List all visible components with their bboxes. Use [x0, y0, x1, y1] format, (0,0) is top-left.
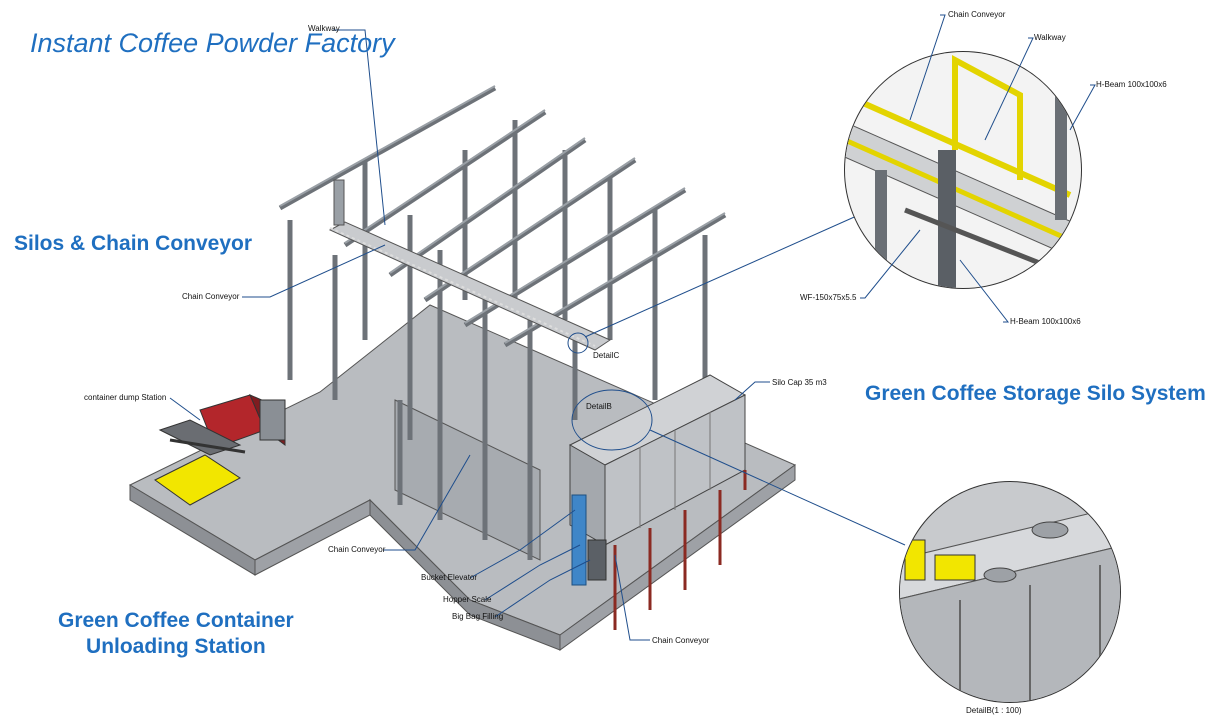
silos-conveyor-heading: Silos & Chain Conveyor [14, 232, 253, 255]
detail-c-view [844, 51, 1082, 289]
detail-b-view [899, 481, 1121, 703]
h-beam-top-label: H-Beam 100x100x6 [1096, 80, 1167, 89]
leader-lines [169, 14, 1096, 641]
detail-walkway-label: Walkway [1034, 33, 1066, 42]
upper-chain-conveyor [328, 179, 612, 351]
detail-c-label: DetailC [593, 351, 620, 360]
unloading-heading-line2: Unloading Station [86, 635, 266, 658]
detail-c-marker [567, 332, 589, 354]
wall-panel [394, 399, 541, 561]
chain-conveyor-top-label: Chain Conveyor [182, 292, 240, 301]
container-dump-label: container dump Station [84, 393, 167, 402]
h-beam-bottom-label: H-Beam 100x100x6 [1010, 317, 1081, 326]
detail-b-label: DetailB [586, 402, 612, 411]
detail-c-connector [584, 209, 871, 338]
unloading-station-heading: Green Coffee Container Unloading Station [58, 608, 294, 660]
bucket-elevator-label: Bucket Elevator [421, 573, 478, 582]
frame-highlights [279, 85, 726, 344]
walkway-label: Walkway [308, 24, 340, 33]
silo-block [568, 374, 747, 630]
chain-conveyor-bottom-label: Chain Conveyor [652, 636, 710, 645]
detail-b-connector [649, 429, 906, 546]
container-dump-station [158, 394, 286, 456]
hopper-scale-label: Hopper Scale [443, 595, 492, 604]
silo-capacity-label: Silo Cap 35 m3 [772, 378, 827, 387]
detail-chain-conveyor-label: Chain Conveyor [948, 10, 1006, 19]
unloading-heading-line1: Green Coffee Container [58, 609, 294, 632]
detail-b-scale-label: DetailB(1 : 100) [966, 706, 1022, 715]
dump-station-pad [154, 454, 241, 506]
chain-conveyor-mid-label: Chain Conveyor [328, 545, 386, 554]
big-bag-filling-label: Big Bag Filling [452, 612, 504, 621]
page-title: Instant Coffee Powder Factory [30, 28, 395, 58]
portal-frames [278, 85, 727, 560]
detail-b-marker [571, 389, 653, 451]
wf-beam-label: WF-150x75x5.5 [800, 293, 857, 302]
storage-silo-heading: Green Coffee Storage Silo System [865, 382, 1206, 405]
